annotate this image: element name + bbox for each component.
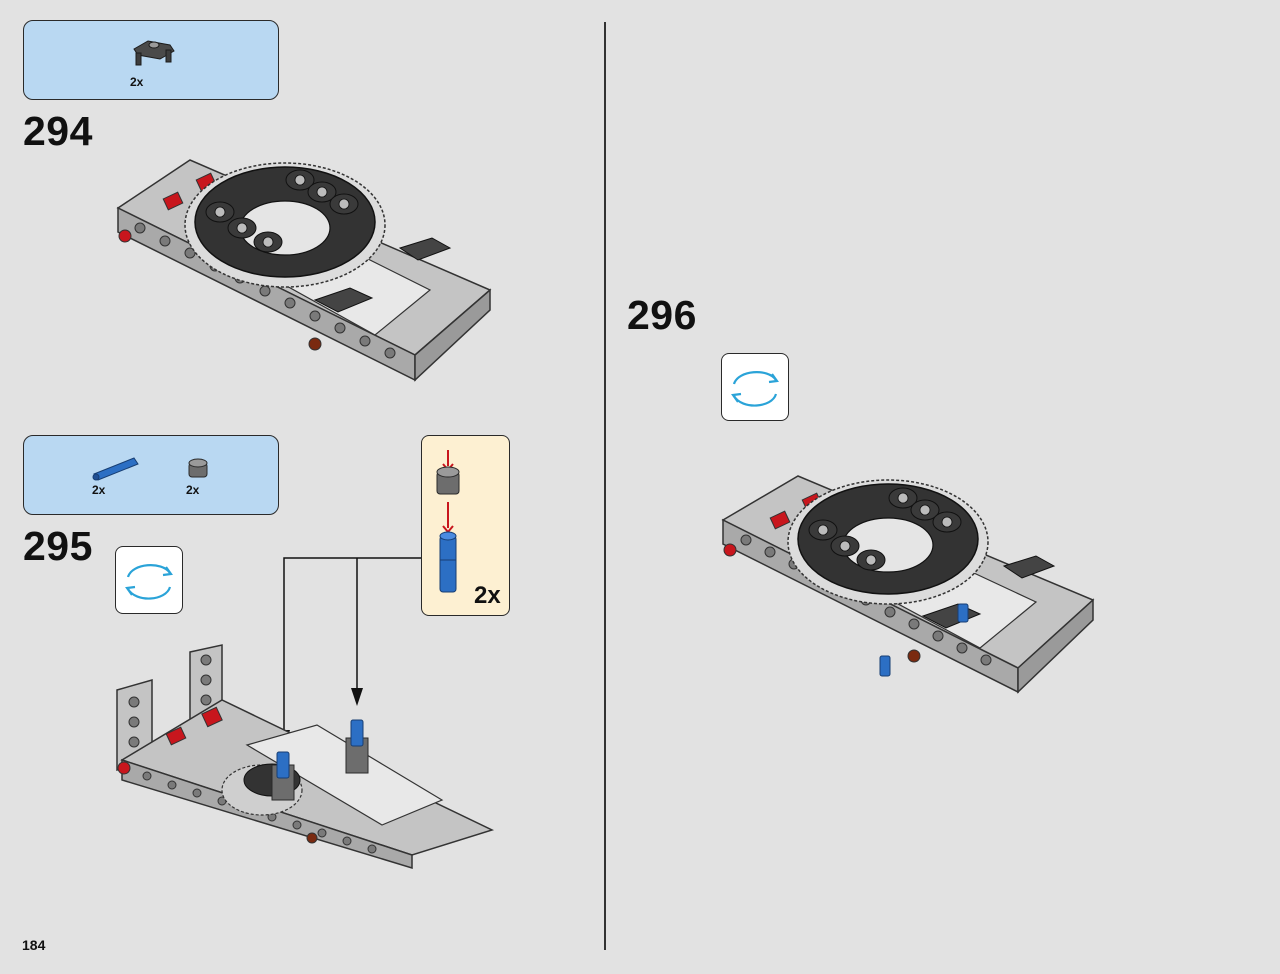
step-295-rotate-callout bbox=[115, 546, 183, 614]
step-number: 294 bbox=[23, 108, 93, 154]
blue-axle-pin-icon bbox=[92, 457, 139, 481]
gray-bush-icon bbox=[188, 458, 208, 478]
step-296-rotate-callout bbox=[721, 353, 789, 421]
page-number: 184 bbox=[22, 937, 46, 953]
step-295-subassembly-callout: 2x bbox=[421, 435, 510, 616]
step-296-assembly-illustration bbox=[721, 475, 1095, 694]
step-number: 295 bbox=[23, 523, 93, 569]
page-divider bbox=[604, 22, 606, 950]
rotate-model-icon bbox=[125, 564, 173, 600]
step-295-parts-panel: 2x 2x bbox=[23, 435, 279, 515]
subassembly-illustration bbox=[436, 450, 460, 593]
part-qty: 2x bbox=[186, 483, 200, 497]
part-qty: 2x bbox=[130, 75, 144, 89]
step-294-assembly-illustration bbox=[116, 159, 492, 382]
part-qty: 2x bbox=[92, 483, 106, 497]
rotate-model-icon bbox=[731, 371, 779, 407]
step-295-assembly-illustration bbox=[116, 644, 495, 870]
dark-gray-connector-icon bbox=[133, 40, 175, 66]
step-number: 296 bbox=[627, 292, 697, 338]
step-294-parts-panel: 2x bbox=[23, 20, 279, 100]
subassembly-qty: 2x bbox=[474, 582, 501, 609]
